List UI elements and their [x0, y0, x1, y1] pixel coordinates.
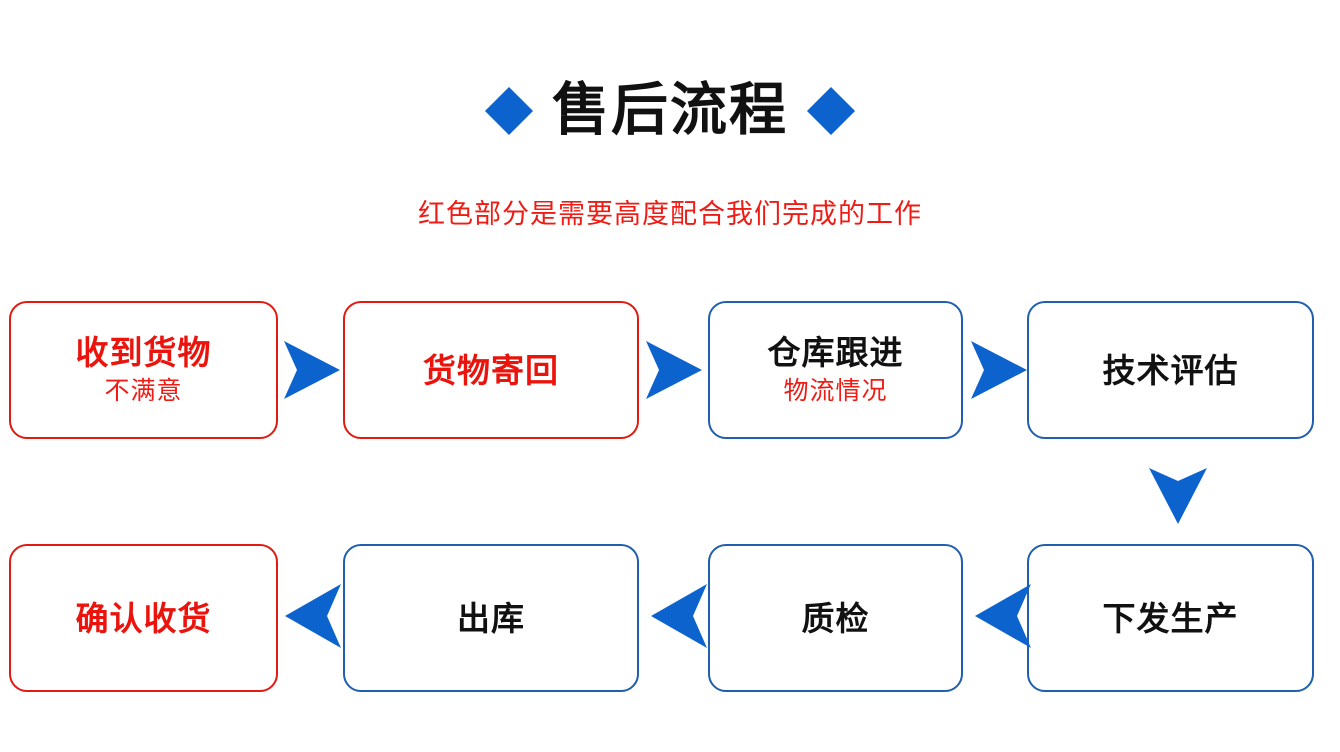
arrow-left-icon	[281, 578, 341, 654]
flow-step-title: 货物寄回	[423, 351, 559, 389]
flow-step-title: 仓库跟进	[767, 334, 904, 371]
arrow-right-icon	[284, 335, 340, 405]
flow-step-send-back-goods[interactable]: 货物寄回	[343, 301, 639, 439]
flow-step-technical-assessment[interactable]: 技术评估	[1027, 301, 1314, 439]
flow-step-warehouse-followup[interactable]: 仓库跟进 物流情况	[708, 301, 963, 439]
page-subtitle: 红色部分是需要高度配合我们完成的工作	[418, 199, 922, 229]
flow-step-outbound[interactable]: 出库	[343, 544, 639, 692]
arrow-right-icon	[646, 335, 702, 405]
flow-step-title: 收到货物	[75, 334, 212, 371]
flow-step-subtitle: 物流情况	[783, 377, 888, 405]
flow-step-quality-inspection[interactable]: 质检	[708, 544, 963, 692]
flow-step-subtitle: 不满意	[104, 377, 183, 405]
flow-step-title: 确认收货	[75, 599, 212, 637]
diamond-left-icon	[484, 86, 534, 135]
diamond-right-icon	[806, 86, 856, 135]
flow-step-title: 技术评估	[1102, 351, 1239, 389]
page-title: 售后流程	[552, 78, 788, 142]
flow-step-title: 质检	[801, 599, 870, 637]
flow-step-confirm-receipt[interactable]: 确认收货	[9, 544, 278, 692]
arrow-left-icon	[647, 578, 707, 654]
page-title-row: 售后流程	[0, 82, 1340, 139]
flow-step-issue-production[interactable]: 下发生产	[1027, 544, 1314, 692]
arrow-down-icon	[1143, 468, 1213, 524]
arrow-right-icon	[971, 335, 1027, 405]
flow-step-title: 出库	[457, 599, 525, 637]
flow-step-receive-goods[interactable]: 收到货物 不满意	[9, 301, 278, 439]
flow-step-title: 下发生产	[1102, 599, 1239, 637]
arrow-left-icon	[971, 578, 1031, 654]
